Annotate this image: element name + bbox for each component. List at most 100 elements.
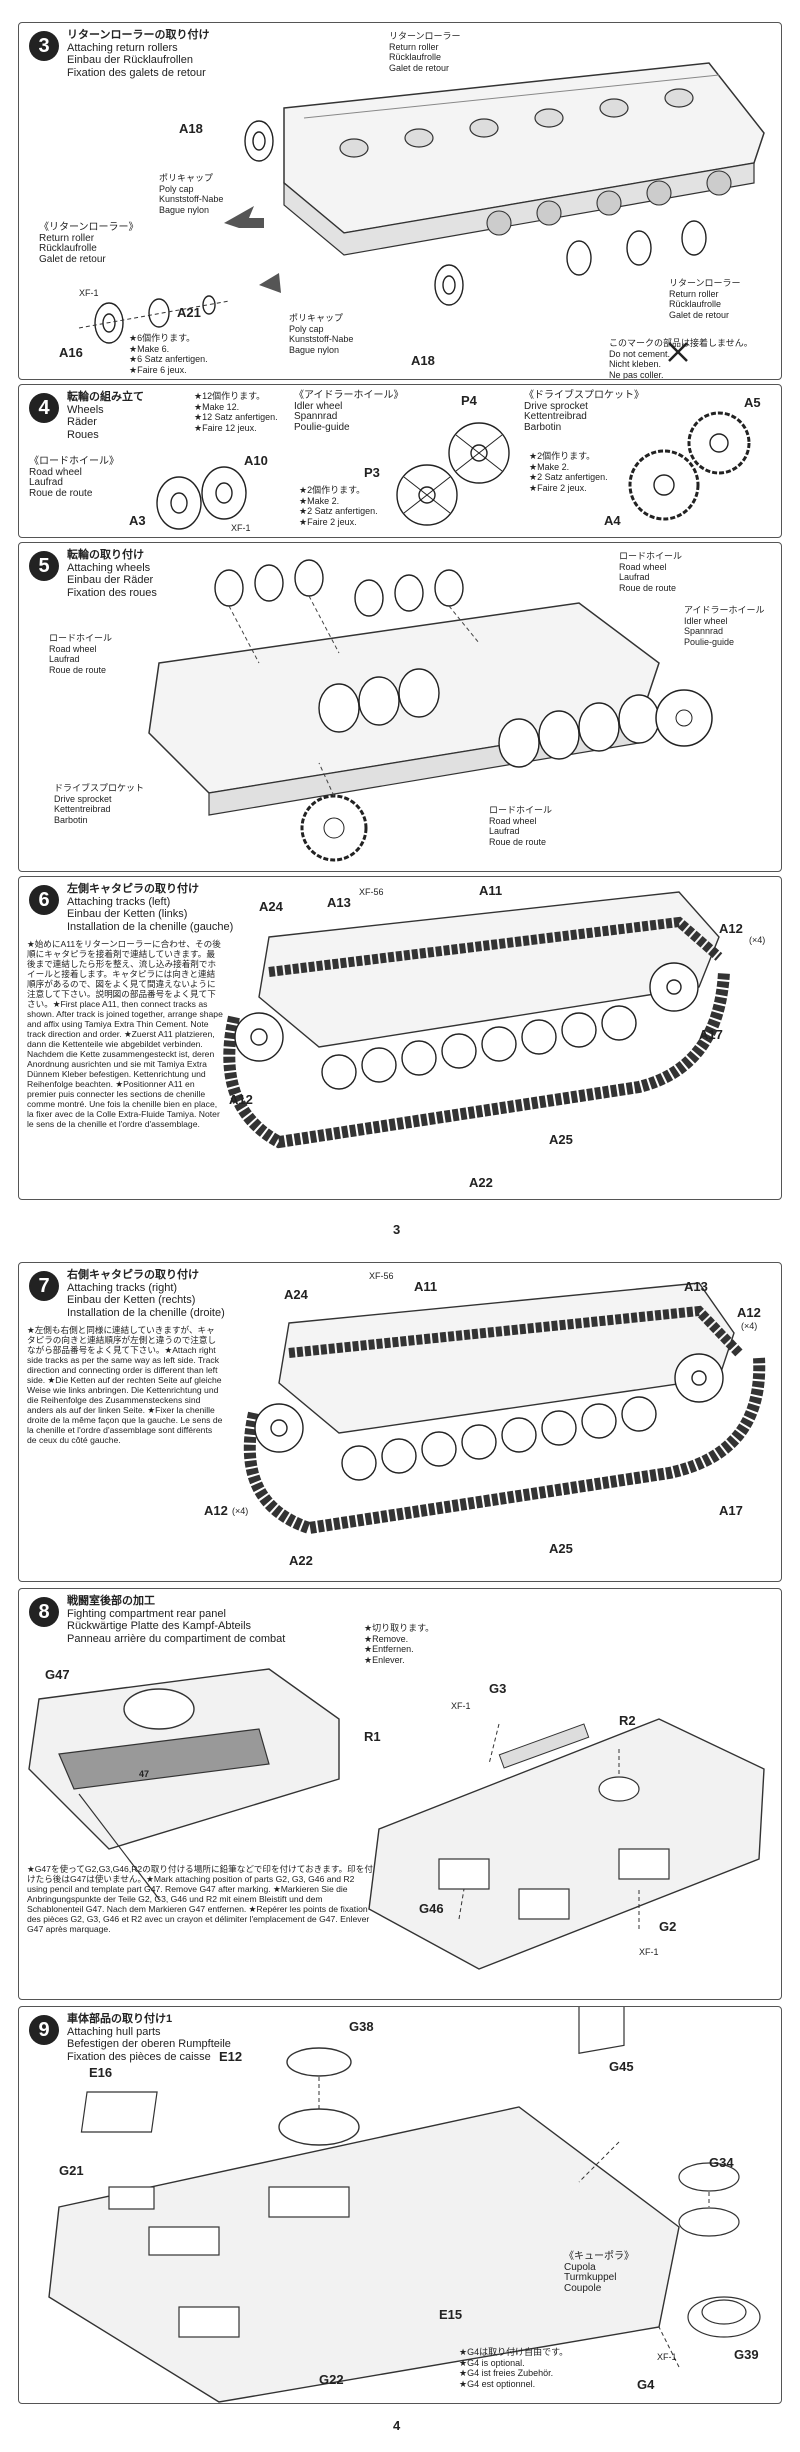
rear-panel-drawing xyxy=(28,1668,765,1970)
hull-chassis-drawing xyxy=(78,62,765,362)
hull-parts-drawing xyxy=(48,2007,761,2403)
part-label-a13: A13 xyxy=(327,895,351,910)
part-label-r2: R2 xyxy=(619,1713,636,1728)
step-4-panel: 4 転輪の組み立て Wheels Räder Roues ★12個作ります。★M… xyxy=(18,384,782,538)
part-label-e16: E16 xyxy=(89,2065,113,2080)
part-label-g22: G22 xyxy=(319,2372,344,2387)
optional-note: ★G4は取り付け自由です。★G4 is optional. ★G4 ist fr… xyxy=(459,2347,569,2389)
instruction-text: ★G47を使ってG2,G3,G46,R2の取り付ける場所に鉛筆などで印を付けてお… xyxy=(27,1864,373,1934)
wheel-drawings xyxy=(156,411,751,530)
part-label-e12: E12 xyxy=(219,2049,243,2064)
step-title: 転輪の取り付け Attaching wheels Einbau der Räde… xyxy=(67,549,157,599)
part-label-e15: E15 xyxy=(439,2307,463,2322)
part-label-g46: G46 xyxy=(419,1901,444,1916)
paint-code: XF-1 xyxy=(451,1701,471,1711)
part-label-a11: A11 xyxy=(414,1279,438,1294)
step-title: 左側キャタピラの取り付け Attaching tracks (left) Ein… xyxy=(67,883,234,933)
part-label-a17: A17 xyxy=(699,1027,723,1042)
step-number: 4 xyxy=(29,393,59,423)
part-label-a16: A16 xyxy=(59,345,83,360)
template-number: 47 xyxy=(139,1769,150,1779)
part-label-a22: A22 xyxy=(469,1175,493,1190)
left-track-drawing xyxy=(223,891,730,1149)
part-label-a25: A25 xyxy=(549,1132,573,1147)
paint-code: XF-1 xyxy=(657,2352,677,2362)
part-label-p4: P4 xyxy=(461,393,477,408)
step-9-panel: 9 車体部品の取り付け1 Attaching hull parts Befest… xyxy=(18,2006,782,2404)
make-count: ★12個作ります。★Make 12. ★12 Satz anfertigen.★… xyxy=(194,391,278,433)
part-label-a25: A25 xyxy=(549,1541,573,1556)
part-label-a17: A17 xyxy=(719,1503,743,1518)
step-number: 8 xyxy=(29,1597,59,1627)
part-label-a11: A11 xyxy=(479,883,503,898)
part-label-g21: G21 xyxy=(59,2163,84,2178)
step-8-panel: 8 戦闘室後部の加工 Fighting compartment rear pan… xyxy=(18,1588,782,2000)
remove-note: ★切り取ります。★Remove. ★Entfernen.★Enlever. xyxy=(364,1623,435,1665)
step-number: 3 xyxy=(29,31,59,61)
callout-drive-sprocket: 《ドライブスプロケット》Drive sprocket Kettentreibra… xyxy=(524,390,644,433)
step-7-panel: 7 右側キャタピラの取り付け Attaching tracks (right) … xyxy=(18,1262,782,1582)
page-number: 4 xyxy=(393,2418,401,2433)
part-label-g38: G38 xyxy=(349,2019,374,2034)
quantity-note: (×4) xyxy=(749,935,766,945)
step-title: 右側キャタピラの取り付け Attaching tracks (right) Ei… xyxy=(67,1269,225,1319)
paint-code: XF-1 xyxy=(79,288,99,298)
step-title: 戦闘室後部の加工 Fighting compartment rear panel… xyxy=(67,1595,286,1645)
part-label-a12: A12 xyxy=(719,921,743,936)
part-label-a3: A3 xyxy=(129,513,146,528)
part-label-g47: G47 xyxy=(45,1667,70,1682)
part-label-a4: A4 xyxy=(604,513,621,528)
hull-wheels-drawing xyxy=(148,559,713,862)
step-title: 車体部品の取り付け1 Attaching hull parts Befestig… xyxy=(67,2013,231,2063)
right-track-drawing xyxy=(243,1282,766,1535)
instruction-text: ★始めにA11をリターンローラーに合わせ、その後順にキャタピラを接着剤で連結して… xyxy=(27,939,223,1129)
step-number: 6 xyxy=(29,885,59,915)
part-label-a12: A12 xyxy=(204,1503,228,1518)
step-title: 転輪の組み立て Wheels Räder Roues xyxy=(67,391,144,441)
step-number: 5 xyxy=(29,551,59,581)
step-5-panel: 5 転輪の取り付け Attaching wheels Einbau der Rä… xyxy=(18,542,782,872)
step-6-panel: 6 左側キャタピラの取り付け Attaching tracks (left) E… xyxy=(18,876,782,1200)
step-title: リターンローラーの取り付け Attaching return rollers E… xyxy=(67,29,210,79)
page-number: 3 xyxy=(393,1222,401,1237)
no-cement-note: このマークの部品は接着しません。Do not cement. Nicht kle… xyxy=(609,338,753,380)
part-label-a12: A12 xyxy=(229,1092,253,1107)
part-label-g4: G4 xyxy=(637,2377,655,2392)
quantity-note: (×4) xyxy=(232,1506,249,1516)
make-count: ★2個作ります。★Make 2. ★2 Satz anfertigen.★Fai… xyxy=(299,485,378,527)
part-label-a24: A24 xyxy=(259,899,283,914)
quantity-note: (×4) xyxy=(741,1321,758,1331)
make-count: ★2個作ります。★Make 2. ★2 Satz anfertigen.★Fai… xyxy=(529,451,608,493)
part-label-r1: R1 xyxy=(364,1729,381,1744)
part-label-g45: G45 xyxy=(609,2059,634,2074)
paint-code: XF-1 xyxy=(639,1947,659,1957)
part-label-a10: A10 xyxy=(244,453,268,468)
part-label-a22: A22 xyxy=(289,1553,313,1568)
part-label-g39: G39 xyxy=(734,2347,759,2362)
part-label-a24: A24 xyxy=(284,1287,308,1302)
paint-code: XF-56 xyxy=(369,1271,394,1281)
part-label-a21: A21 xyxy=(177,305,201,320)
make-count: ★6個作ります。★Make 6. ★6 Satz anfertigen.★Fai… xyxy=(129,333,208,375)
paint-code: XF-56 xyxy=(359,887,384,897)
step-3-panel: 3 リターンローラーの取り付け Attaching return rollers… xyxy=(18,22,782,380)
part-label-a12: A12 xyxy=(737,1305,761,1320)
part-label-g3: G3 xyxy=(489,1681,507,1696)
paint-code: XF-1 xyxy=(231,523,251,533)
part-label-p3: P3 xyxy=(364,465,380,480)
instruction-text: ★左側も右側と同様に連結していきますが、キャタピラの向きと連結順序が左側と違うの… xyxy=(27,1325,223,1445)
part-label-g34: G34 xyxy=(709,2155,734,2170)
part-label-a18: A18 xyxy=(411,353,435,368)
part-label-a18: A18 xyxy=(179,121,203,136)
